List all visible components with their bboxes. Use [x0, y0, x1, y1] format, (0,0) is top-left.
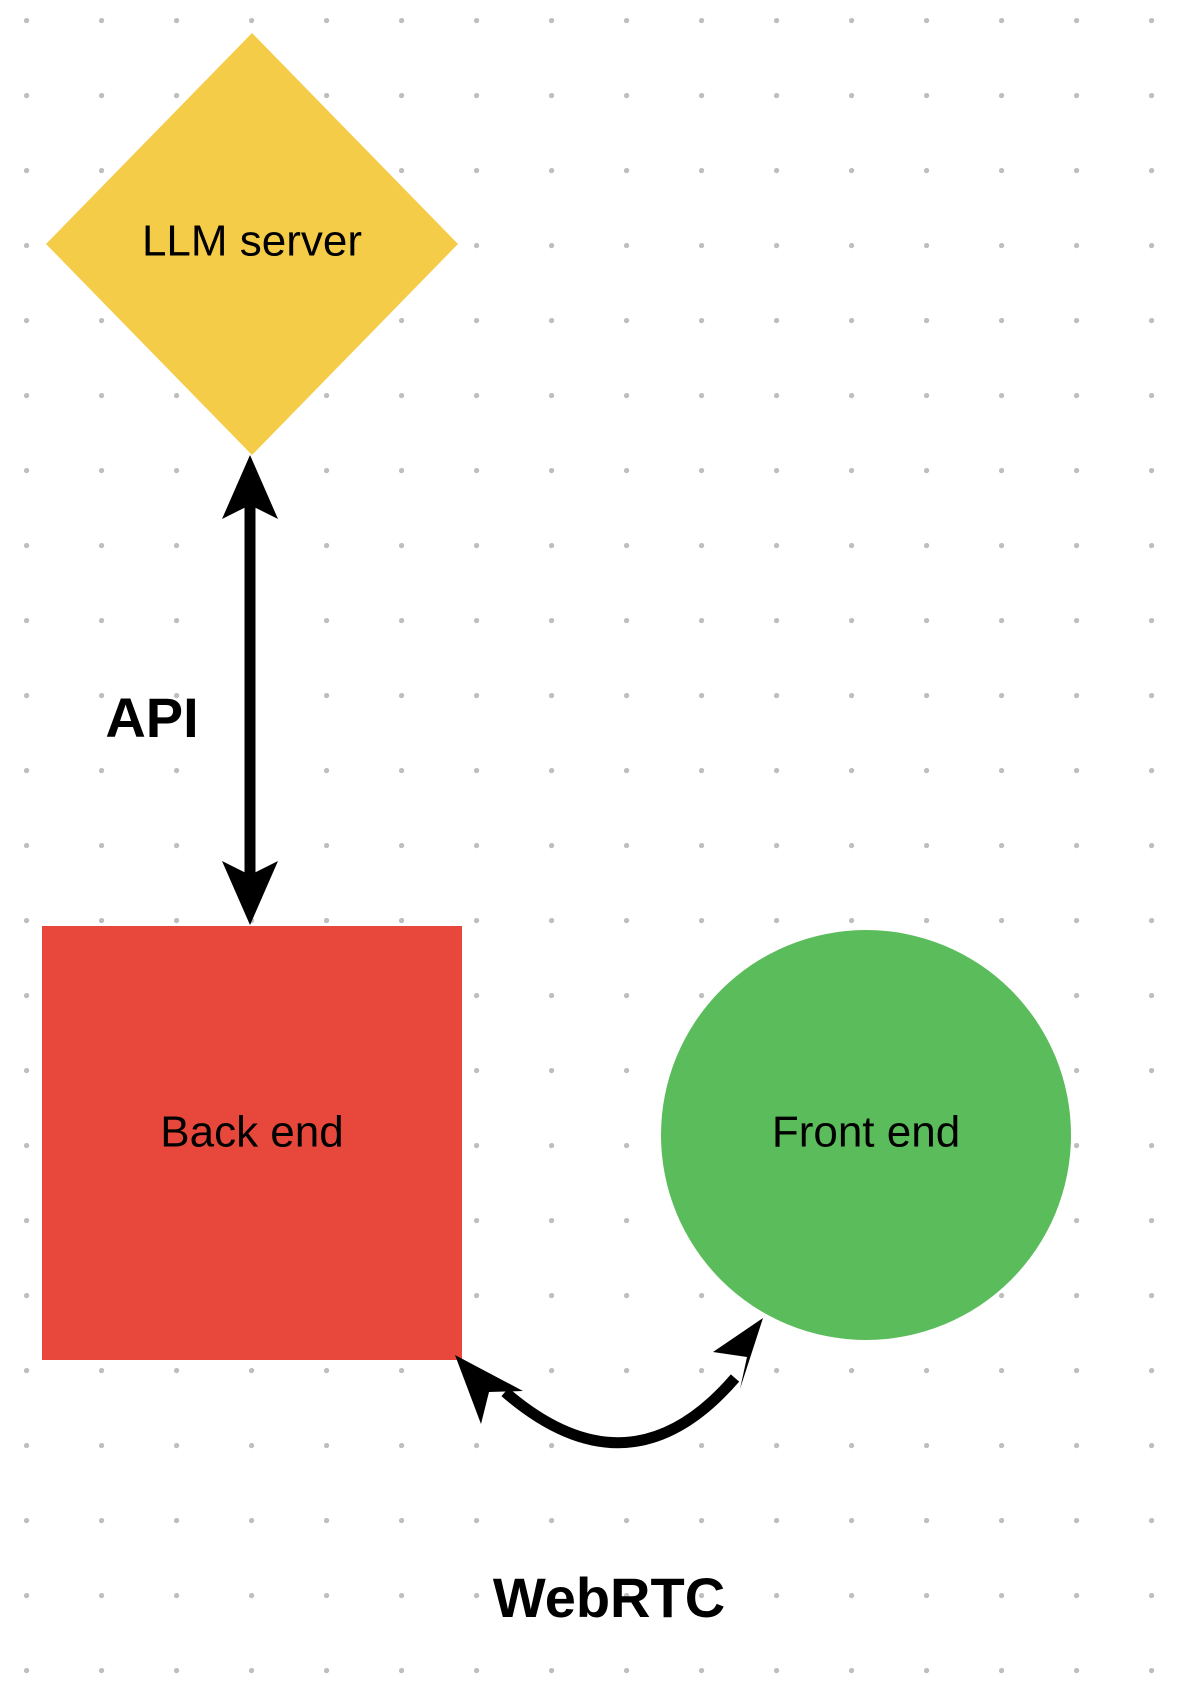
back-end-label: Back end — [160, 1108, 343, 1157]
node-llm-server[interactable]: LLM server — [46, 33, 458, 455]
webrtc-arrowhead-right — [713, 1318, 763, 1389]
back-end-rect-shape — [42, 926, 462, 1360]
edge-webrtc[interactable]: WebRTC — [455, 1318, 763, 1629]
api-edge-label: API — [105, 686, 198, 749]
llm-server-diamond-shape — [46, 33, 458, 455]
edge-api[interactable]: API — [105, 455, 278, 925]
node-back-end[interactable]: Back end — [42, 926, 462, 1360]
webrtc-edge-curve — [501, 1374, 740, 1449]
node-front-end[interactable]: Front end — [661, 930, 1071, 1340]
front-end-circle-shape — [661, 930, 1071, 1340]
front-end-label: Front end — [772, 1108, 960, 1157]
llm-server-label: LLM server — [142, 217, 362, 266]
webrtc-edge-label: WebRTC — [493, 1566, 725, 1629]
api-arrowhead-down — [222, 861, 278, 925]
webrtc-arrowhead-left — [455, 1355, 523, 1424]
api-arrowhead-up — [222, 455, 278, 519]
